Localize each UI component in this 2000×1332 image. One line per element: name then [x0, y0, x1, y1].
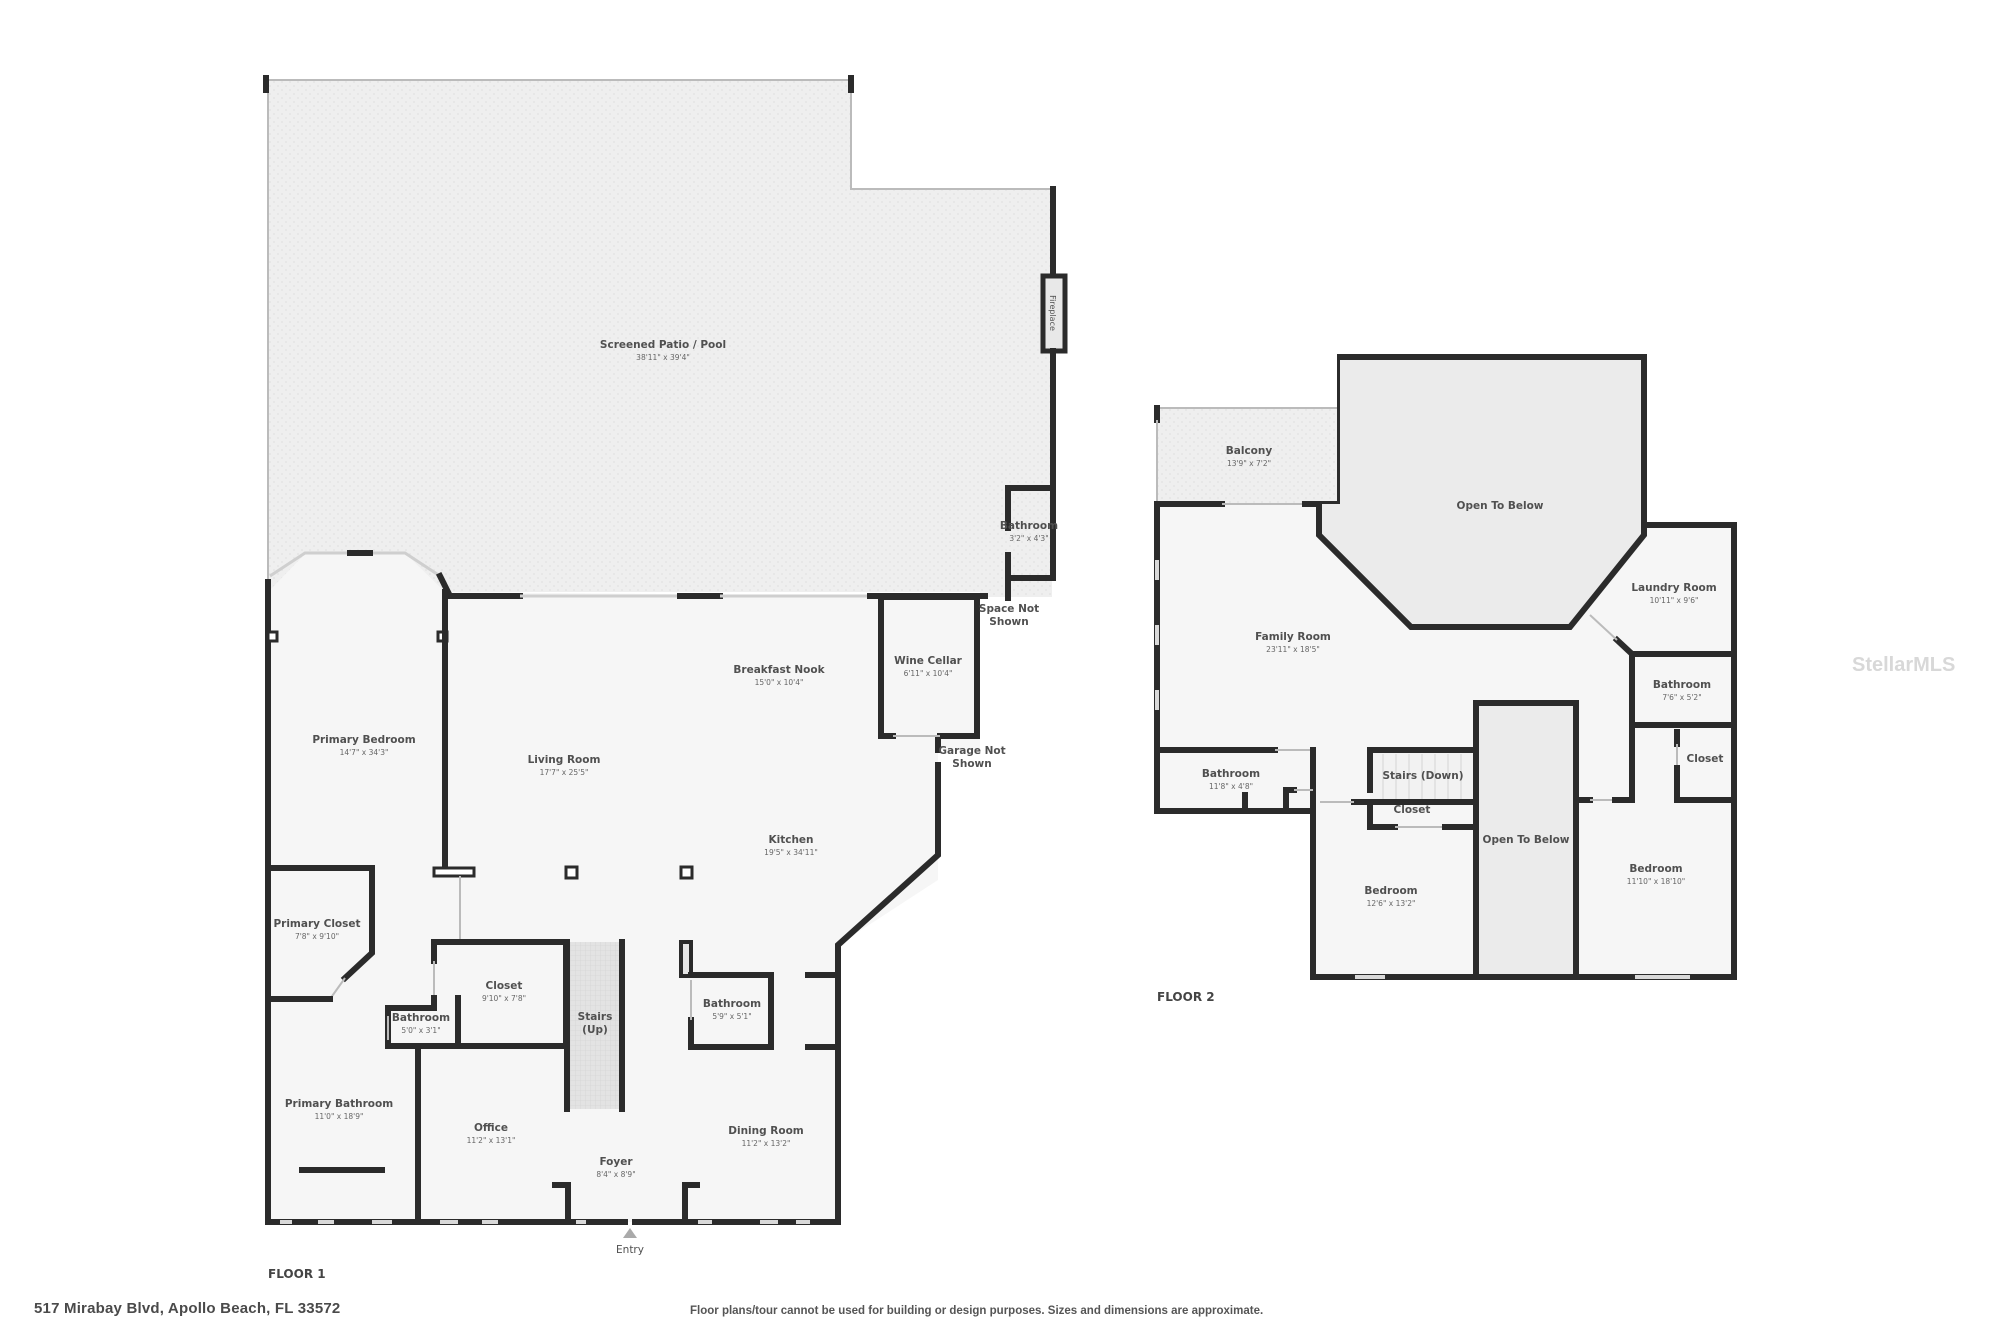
room-dims-wine-cellar: 6'11" x 10'4": [904, 669, 953, 678]
room-label-bathroom-upstairs-right: Bathroom: [1653, 679, 1711, 691]
room-dims-balcony: 13'9" x 7'2": [1227, 459, 1271, 468]
room-dims-half-bath: 5'0" x 3'1": [401, 1026, 440, 1035]
patio-area: [268, 80, 1052, 597]
stairs-down: [1370, 750, 1476, 802]
room-label-open-to-below-2: Open To Below: [1483, 834, 1570, 846]
floor-2: Balcony 13'9" x 7'2" Open To Below Laund…: [1154, 354, 1737, 1004]
room-dims-kitchen: 19'5" x 34'11": [764, 848, 818, 857]
room-label-breakfast-nook: Breakfast Nook: [733, 664, 825, 676]
room-label-half-bath: Bathroom: [392, 1012, 450, 1024]
balcony-area: [1157, 408, 1340, 504]
room-dims-bedroom-right: 11'10" x 18'10": [1627, 877, 1685, 886]
floor-2-label: FLOOR 2: [1157, 990, 1215, 1004]
room-label-family-room: Family Room: [1255, 631, 1331, 643]
disclaimer-text: Floor plans/tour cannot be used for buil…: [690, 1305, 1264, 1317]
room-label-screened-patio: Screened Patio / Pool: [600, 339, 726, 351]
room-label-stairs-up: Stairs(Up): [578, 1011, 613, 1036]
room-label-living-room: Living Room: [528, 754, 601, 766]
room-label-stairs-down: Stairs (Down): [1382, 770, 1463, 782]
room-dims-family-room: 23'11" x 18'5": [1266, 645, 1320, 654]
room-label-bedroom-left: Bedroom: [1364, 885, 1417, 897]
room-label-fireplace: Fireplace: [1048, 295, 1057, 331]
room-dims-laundry-room: 10'11" x 9'6": [1650, 596, 1699, 605]
room-label-dining-room: Dining Room: [728, 1125, 804, 1137]
room-dims-bathroom-upstairs-left: 11'8" x 4'8": [1209, 782, 1253, 791]
room-dims-dining-room: 11'2" x 13'2": [742, 1139, 791, 1148]
room-dims-patio-bathroom: 3'2" x 4'3": [1009, 534, 1048, 543]
room-label-bathroom-kitchen: Bathroom: [703, 998, 761, 1010]
room-label-bathroom-upstairs-left: Bathroom: [1202, 768, 1260, 780]
room-dims-screened-patio: 38'11" x 39'4": [636, 353, 690, 362]
room-dims-office: 11'2" x 13'1": [467, 1136, 516, 1145]
room-dims-foyer: 8'4" x 8'9": [596, 1170, 635, 1179]
room-dims-living-room: 17'7" x 25'5": [540, 768, 589, 777]
room-label-closet: Closet: [486, 980, 523, 992]
room-dims-primary-bathroom: 11'0" x 18'9": [315, 1112, 364, 1121]
room-label-primary-bedroom: Primary Bedroom: [312, 734, 415, 746]
room-label-bedroom-right: Bedroom: [1629, 863, 1682, 875]
room-label-wine-cellar: Wine Cellar: [894, 655, 963, 667]
room-dims-primary-bedroom: 14'7" x 34'3": [340, 748, 389, 757]
property-address: 517 Mirabay Blvd, Apollo Beach, FL 33572: [34, 1300, 341, 1317]
room-label-primary-bathroom: Primary Bathroom: [285, 1098, 393, 1110]
room-label-patio-bathroom: Bathroom: [1000, 520, 1058, 532]
room-dims-bedroom-left: 12'6" x 13'2": [1367, 899, 1416, 908]
floor-1-label: FLOOR 1: [268, 1267, 326, 1281]
room-label-open-to-below-1: Open To Below: [1457, 500, 1544, 512]
room-label-laundry-room: Laundry Room: [1631, 582, 1716, 594]
room-label-foyer: Foyer: [599, 1156, 633, 1168]
stairs-up: [567, 942, 622, 1109]
room-label-closet-stairs: Closet: [1394, 804, 1431, 816]
floor-1: Screened Patio / Pool 38'11" x 39'4" Fir…: [263, 75, 1068, 1281]
room-dims-primary-closet: 7'8" x 9'10": [295, 932, 339, 941]
room-label-kitchen: Kitchen: [768, 834, 813, 846]
room-label-primary-closet: Primary Closet: [273, 918, 360, 930]
open-to-below-center: [1476, 703, 1576, 977]
room-dims-bathroom-upstairs-right: 7'6" x 5'2": [1662, 693, 1701, 702]
open-to-below-upper: [1319, 357, 1644, 627]
room-dims-bathroom-kitchen: 5'9" x 5'1": [712, 1012, 751, 1021]
watermark: StellarMLS: [1852, 654, 1956, 676]
room-label-office: Office: [474, 1122, 508, 1134]
room-dims-breakfast-nook: 15'0" x 10'4": [755, 678, 804, 687]
room-label-closet-right: Closet: [1687, 753, 1724, 765]
room-label-balcony: Balcony: [1226, 445, 1273, 457]
entry-arrow-icon: [623, 1228, 637, 1238]
entry-label: Entry: [616, 1244, 644, 1256]
room-dims-closet: 9'10" x 7'8": [482, 994, 526, 1003]
